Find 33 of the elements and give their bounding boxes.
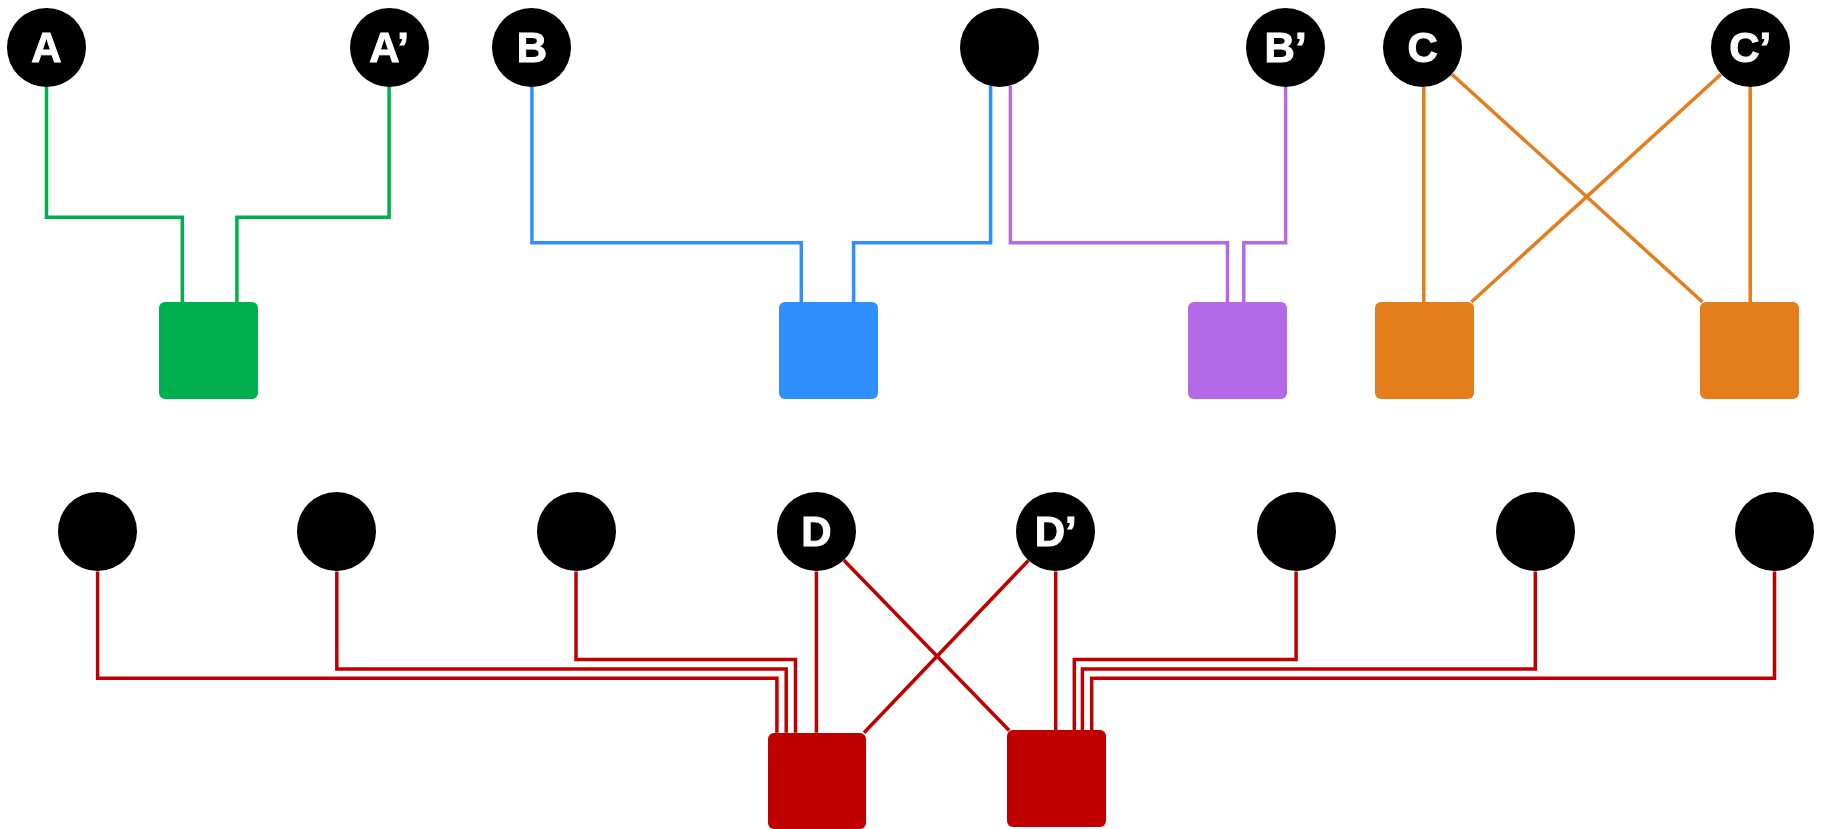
connector-line	[842, 559, 1011, 732]
connector-line	[1089, 571, 1777, 731]
labeled-circle-node: C	[1383, 8, 1463, 88]
labeled-circle-node: B’	[1246, 8, 1326, 88]
connector-line	[335, 571, 788, 733]
connector-line	[1053, 571, 1058, 731]
connector-line	[851, 86, 993, 302]
labeled-circle-node: D	[776, 492, 856, 572]
labeled-circle-node: A	[6, 8, 86, 88]
connector-line	[1242, 87, 1288, 302]
square-node	[779, 301, 878, 400]
connector-line	[1080, 571, 1538, 731]
square-node	[1375, 301, 1474, 400]
connector-line	[1072, 571, 1298, 731]
labeled-circle-node: C’	[1710, 8, 1790, 88]
connector-line	[44, 87, 185, 302]
square-node	[767, 732, 867, 829]
connector-line	[95, 571, 779, 733]
connector-line	[1422, 87, 1426, 302]
connector-line	[530, 87, 804, 302]
square-node	[159, 301, 258, 400]
connector-line	[814, 571, 819, 733]
square-node	[1006, 730, 1106, 827]
square-node	[1700, 301, 1799, 400]
square-node	[1188, 301, 1287, 400]
labeled-circle-node: D’	[1016, 492, 1096, 572]
connector-line	[1008, 85, 1230, 302]
connector-line	[574, 571, 798, 733]
connector-line	[235, 87, 391, 302]
labeled-circle-node: A’	[349, 8, 429, 88]
connector-line	[1748, 87, 1752, 302]
connector-line	[862, 559, 1030, 734]
labeled-circle-node: B	[492, 8, 572, 88]
